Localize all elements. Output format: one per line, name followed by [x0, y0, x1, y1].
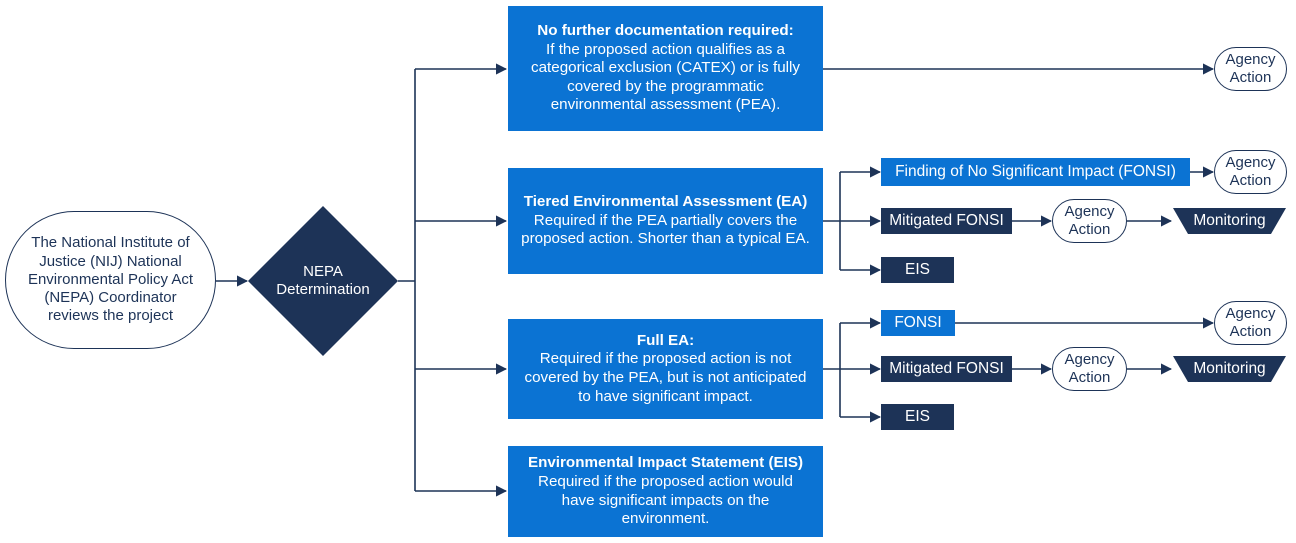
- start-node: The National Institute of Justice (NIJ) …: [5, 211, 216, 349]
- decision-line-2: Determination: [276, 281, 370, 298]
- full-line-2: covered by the PEA, but is not anticipat…: [524, 369, 807, 386]
- agency-action-line-1: Agency: [1225, 304, 1276, 322]
- monitoring-label-tiered: Monitoring: [1193, 211, 1266, 229]
- full-line-1: Required if the proposed action is not: [539, 350, 792, 368]
- start-line-3: Environmental Policy Act: [27, 270, 194, 288]
- decision-line-1: NEPA: [303, 262, 343, 280]
- agency-action-line-2: Action: [1229, 172, 1272, 189]
- agency-action-full-fonsi: Agency Action: [1214, 301, 1287, 345]
- agency-action-line-2: Action: [1068, 369, 1111, 386]
- agency-action-line-2: Action: [1229, 69, 1272, 86]
- decision-label: NEPA Determination: [258, 256, 388, 306]
- start-line-4: (NEPA) Coordinator: [44, 289, 177, 307]
- monitoring-shape-full: [1173, 356, 1286, 382]
- agency-action-line-2: Action: [1068, 221, 1111, 238]
- tiered-fonsi-box: Finding of No Significant Impact (FONSI): [881, 158, 1190, 186]
- eis-heading: Environmental Impact Statement (EIS): [527, 454, 804, 472]
- eis-line-3: environment.: [621, 510, 710, 528]
- monitoring-label-full: Monitoring: [1193, 359, 1266, 377]
- box-eis: Environmental Impact Statement (EIS) Req…: [508, 446, 823, 537]
- no-further-line-1: If the proposed action qualifies as a: [546, 40, 785, 58]
- agency-action-line-2: Action: [1229, 323, 1272, 340]
- start-line-2: Justice (NIJ) National: [39, 252, 182, 270]
- no-further-line-4: environmental assessment (PEA).: [550, 96, 781, 114]
- no-further-line-2: categorical exclusion (CATEX) or is full…: [531, 59, 800, 77]
- decision-diamond: [248, 206, 398, 356]
- start-line-1: The National Institute of: [31, 234, 190, 252]
- tiered-heading: Tiered Environmental Assessment (EA): [523, 193, 808, 211]
- agency-action-full-mitigated: Agency Action: [1052, 347, 1127, 391]
- agency-action-tiered-mitigated: Agency Action: [1052, 199, 1127, 243]
- agency-action-line-1: Agency: [1064, 350, 1115, 368]
- box-full-ea: Full EA: Required if the proposed action…: [508, 319, 823, 419]
- agency-action-line-1: Agency: [1225, 153, 1276, 171]
- tiered-eis-box: EIS: [881, 257, 954, 283]
- agency-action-tiered-fonsi: Agency Action: [1214, 150, 1287, 194]
- tiered-line-2: proposed action. Shorter than a typical …: [521, 230, 810, 248]
- tiered-line-1: Required if the PEA partially covers the: [533, 211, 798, 229]
- start-line-5: reviews the project: [47, 307, 174, 325]
- eis-line-2: have significant impacts on the: [561, 491, 770, 509]
- eis-line-1: Required if the proposed action would: [538, 472, 793, 490]
- agency-action-line-1: Agency: [1225, 50, 1276, 68]
- full-fonsi-box: FONSI: [881, 310, 955, 336]
- full-eis-box: EIS: [881, 404, 954, 430]
- full-heading: Full EA:: [636, 331, 695, 349]
- tiered-mitigated-fonsi-box: Mitigated FONSI: [881, 208, 1012, 234]
- box-no-further-documentation: No further documentation required: If th…: [508, 6, 823, 131]
- no-further-heading: No further documentation required:: [537, 22, 794, 40]
- box-tiered-ea: Tiered Environmental Assessment (EA) Req…: [508, 168, 823, 274]
- agency-action-no-further: Agency Action: [1214, 47, 1287, 91]
- full-line-3: to have significant impact.: [578, 387, 753, 405]
- full-mitigated-fonsi-box: Mitigated FONSI: [881, 356, 1012, 382]
- monitoring-shape-tiered: [1173, 208, 1286, 234]
- agency-action-line-1: Agency: [1064, 202, 1115, 220]
- no-further-line-3: covered by the programmatic: [567, 77, 764, 95]
